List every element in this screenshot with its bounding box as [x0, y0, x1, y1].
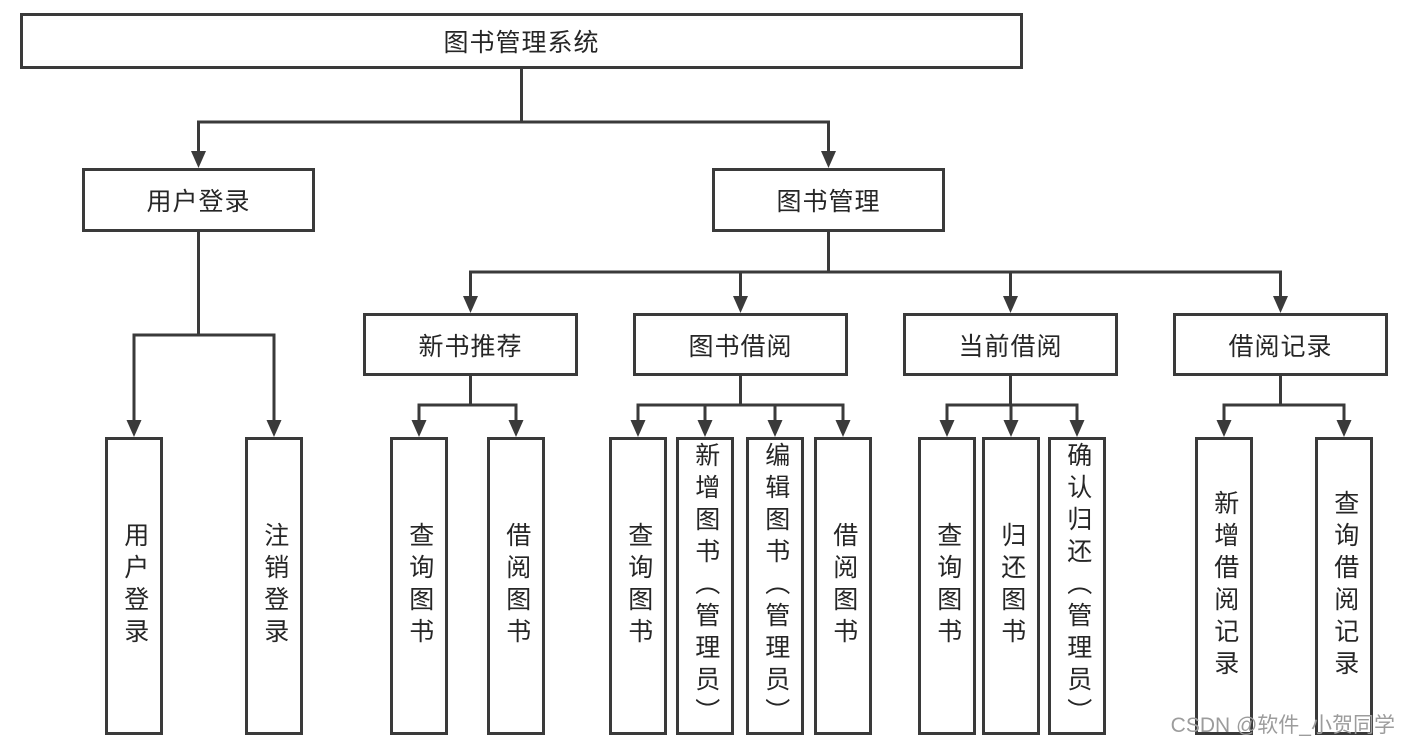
arrow-icon — [1216, 420, 1232, 437]
leaf-edit-book-admin: 编辑图书（管理员） — [746, 437, 804, 735]
connector-currentborrow-branch — [945, 375, 1079, 422]
leaf-confirm-return-admin: 确认归还（管理员） — [1048, 437, 1106, 735]
arrow-icon — [767, 420, 783, 437]
leaf-query-book-3: 查询图书 — [918, 437, 976, 735]
leaf-add-borrow-record-label: 新增借阅记录 — [1210, 490, 1239, 682]
leaf-return-book-label: 归还图书 — [997, 522, 1026, 650]
arrow-icon — [126, 420, 142, 437]
arrow-icon — [835, 420, 851, 437]
arrow-icon — [939, 420, 955, 437]
node-new-book-recommend: 新书推荐 — [363, 313, 578, 376]
leaf-borrow-book-1: 借阅图书 — [487, 437, 545, 735]
node-book-management-label: 图书管理 — [776, 188, 881, 216]
leaf-query-borrow-record-label: 查询借阅记录 — [1330, 490, 1359, 682]
arrow-icon — [463, 296, 478, 313]
watermark-text: CSDN @软件_小贺同学 — [1170, 714, 1395, 737]
arrowheads — [126, 151, 1352, 437]
arrow-icon — [1003, 296, 1018, 313]
leaf-query-book-1-label: 查询图书 — [405, 522, 434, 650]
leaf-query-book-3-label: 查询图书 — [933, 522, 962, 650]
arrow-icon — [1069, 420, 1085, 437]
leaf-edit-book-admin-label: 编辑图书（管理员） — [761, 442, 790, 730]
node-current-borrow: 当前借阅 — [903, 313, 1118, 376]
arrow-icon — [630, 420, 646, 437]
node-current-borrow-label: 当前借阅 — [958, 332, 1063, 361]
node-book-borrow-label: 图书借阅 — [688, 332, 793, 361]
node-book-management: 图书管理 — [712, 168, 945, 232]
leaf-logout: 注销登录 — [245, 437, 303, 735]
connector-newbook-branch — [417, 375, 518, 422]
leaf-query-book-2: 查询图书 — [609, 437, 667, 735]
leaf-query-borrow-record: 查询借阅记录 — [1315, 437, 1373, 735]
node-new-book-recommend-label: 新书推荐 — [418, 332, 523, 361]
node-borrow-records-label: 借阅记录 — [1228, 332, 1333, 361]
arrow-icon — [1003, 420, 1019, 437]
arrow-icon — [733, 296, 748, 313]
node-user-login: 用户登录 — [82, 168, 315, 232]
leaf-add-book-admin-label: 新增图书（管理员） — [691, 442, 720, 730]
connector-bookborrow-branch — [636, 375, 845, 422]
leaf-query-book-1: 查询图书 — [390, 437, 448, 735]
node-root: 图书管理系统 — [20, 13, 1023, 69]
leaf-borrow-book-1-label: 借阅图书 — [502, 522, 531, 650]
leaf-add-book-admin: 新增图书（管理员） — [676, 437, 734, 735]
node-root-label: 图书管理系统 — [443, 29, 600, 57]
arrow-icon — [821, 151, 836, 168]
arrow-icon — [411, 420, 427, 437]
leaf-query-book-2-label: 查询图书 — [624, 522, 653, 650]
leaf-return-book: 归还图书 — [982, 437, 1040, 735]
node-borrow-records: 借阅记录 — [1173, 313, 1388, 376]
connector-userlogin-branch — [132, 333, 276, 422]
leaf-user-login-label: 用户登录 — [120, 522, 149, 650]
leaf-logout-label: 注销登录 — [260, 522, 289, 650]
arrow-icon — [191, 151, 206, 168]
connector-root-branch — [197, 120, 830, 153]
arrow-icon — [1336, 420, 1352, 437]
arrow-icon — [508, 420, 524, 437]
arrow-icon — [1273, 296, 1288, 313]
leaf-user-login: 用户登录 — [105, 437, 163, 735]
leaf-add-borrow-record: 新增借阅记录 — [1195, 437, 1253, 735]
node-book-borrow: 图书借阅 — [633, 313, 848, 376]
connector-bookmgmt-branch — [469, 270, 1282, 298]
arrow-icon — [697, 420, 713, 437]
arrow-icon — [266, 420, 282, 437]
leaf-borrow-book-2: 借阅图书 — [814, 437, 872, 735]
connector-records-branch — [1222, 375, 1346, 422]
leaf-confirm-return-admin-label: 确认归还（管理员） — [1063, 442, 1092, 730]
node-user-login-label: 用户登录 — [146, 188, 251, 216]
leaf-borrow-book-2-label: 借阅图书 — [829, 522, 858, 650]
